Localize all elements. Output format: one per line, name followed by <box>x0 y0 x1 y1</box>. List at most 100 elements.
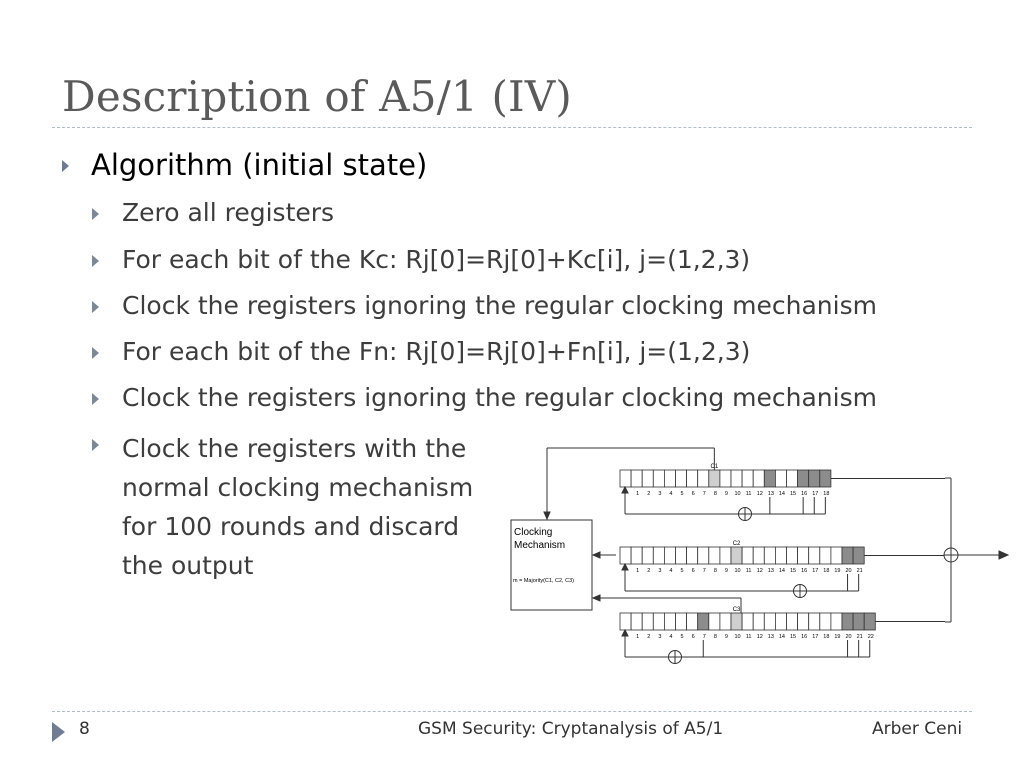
register-cell <box>675 469 688 488</box>
register-cell <box>819 469 832 488</box>
footer-author: Arber Ceni <box>872 719 963 739</box>
clocking-label-2: Mechanism <box>514 540 565 551</box>
register-cell <box>686 546 699 565</box>
register-cell <box>652 546 665 565</box>
cell-index-label: 16 <box>801 491 807 497</box>
register-cell <box>719 469 732 488</box>
cell-index-label: 14 <box>779 634 785 640</box>
cell-index-label: 10 <box>734 491 740 497</box>
cell-index-label: 4 <box>669 568 672 574</box>
bullet-arrow-icon <box>92 393 99 405</box>
register-cell <box>830 546 843 565</box>
register-cell <box>797 469 810 488</box>
footer-divider <box>52 711 972 712</box>
cell-index-label: 20 <box>845 568 851 574</box>
majority-formula: m = Majority(C1, C2, C3) <box>513 578 574 584</box>
sub-bullet: For each bit of the Kc: Rj[0]=Rj[0]+Kc[i… <box>92 245 750 274</box>
cell-index-label: 15 <box>790 491 796 497</box>
register-cell <box>697 612 710 631</box>
register-cell <box>797 612 810 631</box>
cell-index-label: 10 <box>734 634 740 640</box>
cell-index-label: 21 <box>857 634 863 640</box>
register-cell <box>641 546 654 565</box>
cell-index-label: 5 <box>681 491 684 497</box>
bullet-arrow-icon <box>92 439 99 451</box>
cell-index-label: 11 <box>746 568 752 574</box>
register-cell <box>763 469 776 488</box>
register-cell <box>808 469 821 488</box>
register-cell <box>786 469 799 488</box>
register-cell <box>852 612 865 631</box>
register-cell <box>786 612 799 631</box>
output-arrow-icon <box>998 550 1010 560</box>
cell-index-label: 12 <box>757 491 763 497</box>
register-cell <box>841 546 854 565</box>
register-cell <box>686 469 699 488</box>
register-cell <box>808 546 821 565</box>
bullet-list: Algorithm (initial state) Zero all regis… <box>62 148 877 585</box>
title-divider <box>52 127 972 128</box>
footer-title: GSM Security: Cryptanalysis of A5/1 <box>418 719 724 739</box>
sub-bullet-line: for 100 rounds and discard <box>122 512 460 541</box>
cell-index-label: 3 <box>658 634 661 640</box>
register-cell <box>630 612 643 631</box>
cell-index-label: 13 <box>768 568 774 574</box>
cell-index-label: 5 <box>681 568 684 574</box>
register-cell <box>730 612 743 631</box>
cell-index-label: 9 <box>725 568 728 574</box>
cell-index-label: 5 <box>681 634 684 640</box>
cell-index-label: 7 <box>703 634 706 640</box>
register-cell <box>752 612 765 631</box>
register-cell <box>719 612 732 631</box>
cell-index-label: 4 <box>669 634 672 640</box>
sub-bullet-text: Zero all registers <box>122 198 335 227</box>
sub-bullet: Zero all registers <box>92 198 334 227</box>
cell-index-label: 18 <box>823 568 829 574</box>
cell-index-label: 2 <box>647 491 650 497</box>
register-cell <box>841 612 854 631</box>
cell-index-label: 14 <box>779 491 785 497</box>
register-cell <box>675 612 688 631</box>
bullet-arrow-icon <box>92 347 99 359</box>
sub-bullet: Clock the registers ignoring the regular… <box>92 291 877 320</box>
cell-index-label: 18 <box>823 634 829 640</box>
register-cell <box>641 612 654 631</box>
register-cell <box>652 469 665 488</box>
cell-index-label: 8 <box>714 491 717 497</box>
cell-index-label: 12 <box>757 568 763 574</box>
register-cell <box>730 469 743 488</box>
clocking-mechanism-box: Clocking Mechanism m = Majority(C1, C2, … <box>510 519 593 611</box>
register-cell <box>763 612 776 631</box>
sub-bullet-text: Clock the registers ignoring the regular… <box>122 383 877 412</box>
register-cell <box>708 546 721 565</box>
register-cell <box>752 546 765 565</box>
cell-index-label: 2 <box>647 634 650 640</box>
register-cell <box>797 546 810 565</box>
cell-index-label: 11 <box>746 491 752 497</box>
cell-index-label: 13 <box>768 634 774 640</box>
cell-index-label: 8 <box>714 634 717 640</box>
register-cell <box>808 612 821 631</box>
register-cell <box>830 612 843 631</box>
sub-bullet-line: the output <box>122 551 254 580</box>
register-cell <box>675 546 688 565</box>
sub-bullet-text-multiline: Clock the registers with the normal cloc… <box>122 429 473 585</box>
register-cell <box>708 469 721 488</box>
cell-index-label: 8 <box>714 568 717 574</box>
register-cell <box>852 546 865 565</box>
register-cell <box>774 612 787 631</box>
register-cell <box>752 469 765 488</box>
register-cell <box>774 469 787 488</box>
clock-bit-label: C3 <box>733 607 741 613</box>
cell-index-label: 14 <box>779 568 785 574</box>
register-cell <box>741 612 754 631</box>
register-cell <box>619 469 632 488</box>
clock-bit-label: C2 <box>733 541 741 547</box>
cell-index-label: 21 <box>857 568 863 574</box>
cell-index-label: 1 <box>636 491 639 497</box>
register-cell <box>663 612 676 631</box>
